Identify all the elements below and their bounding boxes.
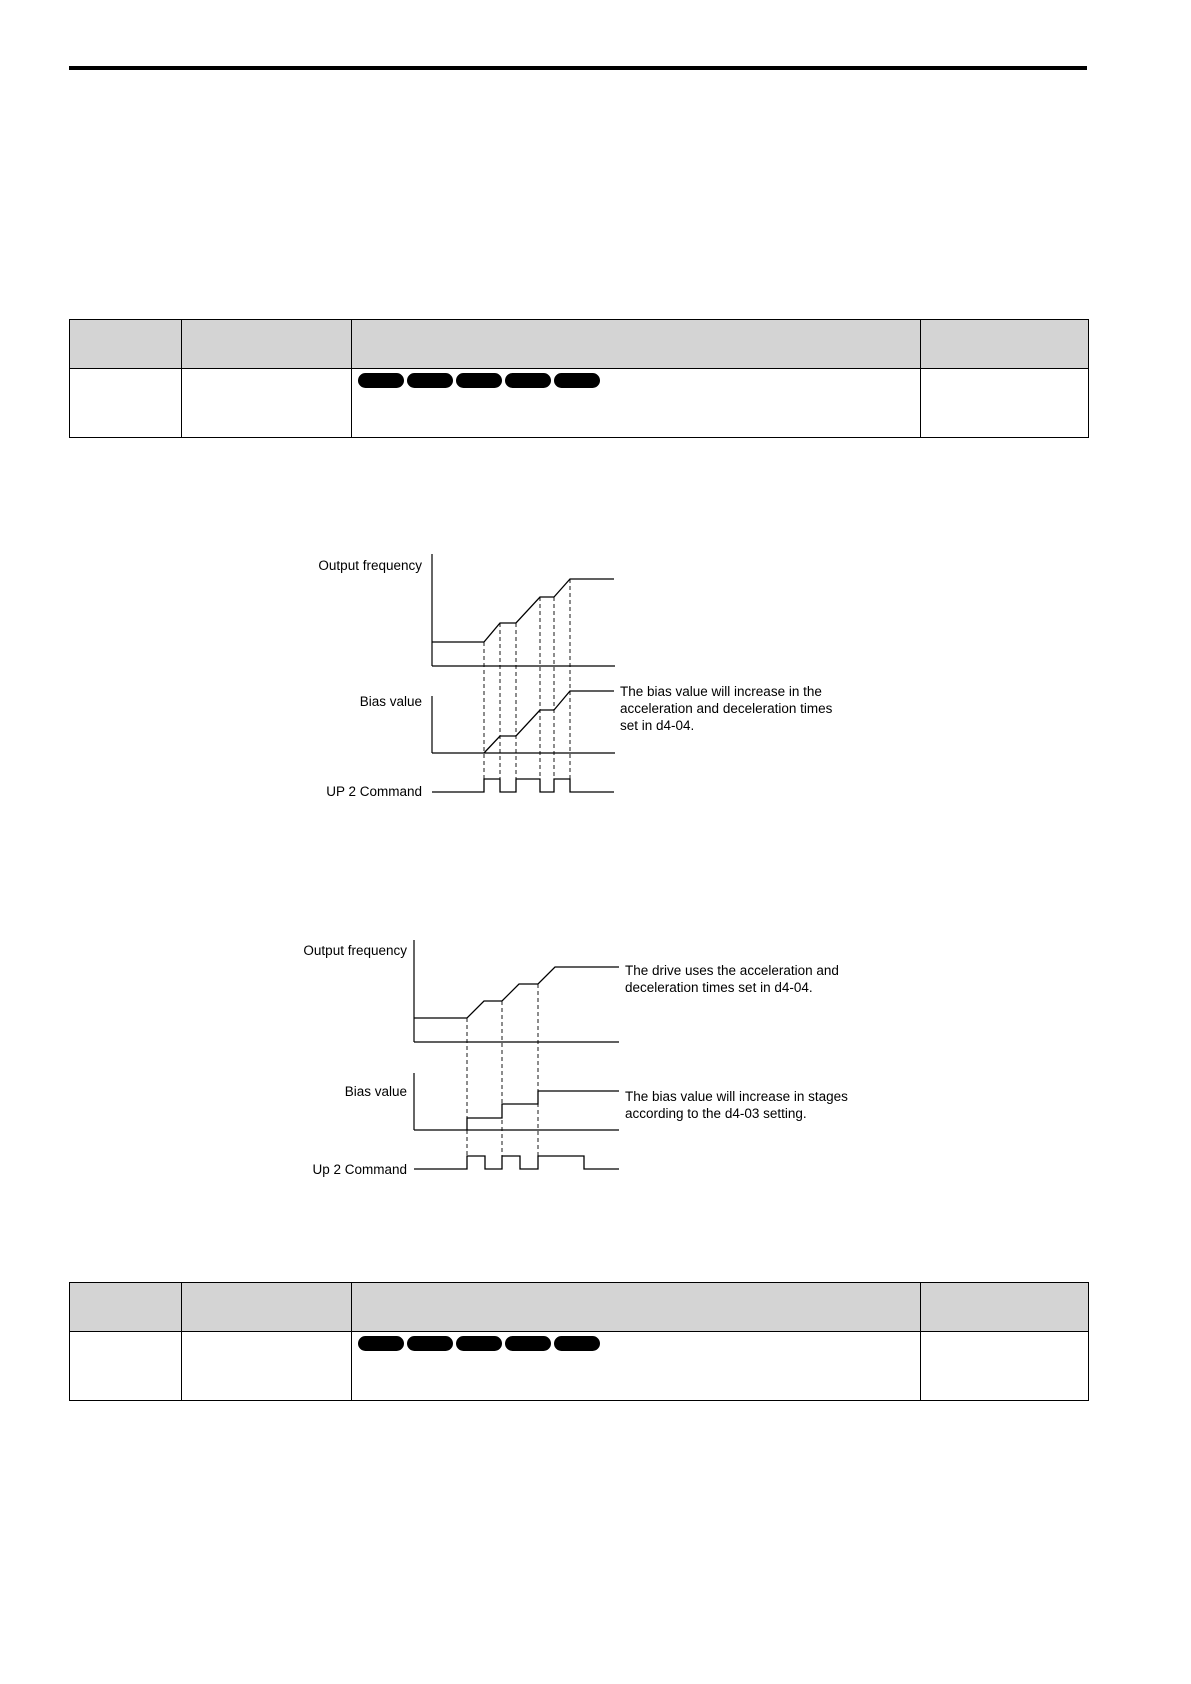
bias-value-label: Bias value (360, 694, 422, 709)
output-frequency-trace (414, 966, 619, 1019)
stages-note-line: The bias value will increase in stages (625, 1089, 848, 1104)
table-header-row (69, 319, 1089, 369)
control-mode-badge (505, 373, 551, 388)
output-frequency-label: Output frequency (303, 943, 407, 958)
diagram-up2-stages: Output frequency Bias value Up 2 Command… (303, 940, 848, 1177)
table-header-row (69, 1282, 1089, 1332)
bias-note-line: acceleration and deceleration times (620, 701, 833, 716)
header-cell (69, 319, 182, 369)
up2-command-signal (414, 1155, 619, 1170)
control-mode-badge (554, 1336, 600, 1351)
header-cell (351, 319, 921, 369)
table-cell (181, 1331, 352, 1401)
acceleration-note-line: The drive uses the acceleration and (625, 963, 839, 978)
bias-note-line: set in d4-04. (620, 718, 694, 733)
up2-command-signal (432, 778, 614, 793)
table-cell (920, 1331, 1089, 1401)
header-cell (920, 319, 1089, 369)
bias-value-trace (466, 1090, 619, 1130)
output-frequency-label: Output frequency (318, 558, 422, 573)
table-cell (69, 368, 182, 438)
parameter-table-2 (69, 1282, 1089, 1401)
control-mode-badge (456, 1336, 502, 1351)
control-mode-badges (352, 369, 920, 388)
control-mode-badge (554, 373, 600, 388)
bias-note-line: The bias value will increase in the (620, 684, 822, 699)
acceleration-note-line: deceleration times set in d4-04. (625, 980, 813, 995)
control-mode-badge (358, 373, 404, 388)
table-cell (351, 368, 921, 438)
table-cell (69, 1331, 182, 1401)
axes (413, 940, 619, 1131)
control-mode-badge (358, 1336, 404, 1351)
header-cell (351, 1282, 921, 1332)
timing-guides (466, 984, 539, 1156)
header-rule (69, 66, 1087, 70)
table-row (69, 368, 1089, 438)
table-cell (920, 368, 1089, 438)
header-cell (920, 1282, 1089, 1332)
table-cell (181, 368, 352, 438)
up2-command-label: Up 2 Command (312, 1162, 407, 1177)
control-mode-badge (456, 373, 502, 388)
header-cell (181, 1282, 352, 1332)
stages-note-line: according to the d4-03 setting. (625, 1106, 807, 1121)
table-row (69, 1331, 1089, 1401)
control-mode-badges (352, 1332, 920, 1351)
control-mode-badge (407, 373, 453, 388)
up2-command-label: UP 2 Command (326, 784, 422, 799)
output-frequency-trace (432, 578, 614, 643)
axes (431, 554, 615, 754)
control-mode-badge (407, 1336, 453, 1351)
header-cell (69, 1282, 182, 1332)
bias-value-trace (483, 690, 614, 754)
control-mode-badge (505, 1336, 551, 1351)
header-cell (181, 319, 352, 369)
table-cell (351, 1331, 921, 1401)
parameter-table-1 (69, 319, 1089, 438)
bias-value-label: Bias value (345, 1084, 407, 1099)
diagram-up2-acceleration: Output frequency Bias value UP 2 Command… (318, 554, 833, 799)
timing-guides (483, 579, 571, 779)
